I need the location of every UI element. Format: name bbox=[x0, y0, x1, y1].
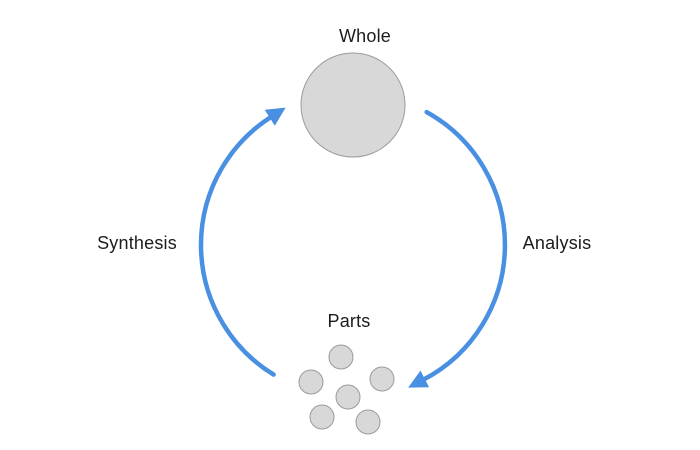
part-circle bbox=[355, 409, 381, 435]
analysis-label: Analysis bbox=[522, 233, 592, 253]
analysis-arrow bbox=[408, 109, 508, 388]
whole-circle bbox=[300, 52, 406, 158]
part-circle bbox=[335, 384, 361, 410]
part-circle bbox=[328, 344, 354, 370]
part-circle bbox=[298, 369, 324, 395]
parts-cluster bbox=[298, 344, 395, 435]
parts-label: Parts bbox=[327, 311, 371, 331]
synthesis-arrow bbox=[198, 107, 286, 377]
part-circle bbox=[309, 404, 335, 430]
part-circle bbox=[369, 366, 395, 392]
synthesis-label: Synthesis bbox=[97, 233, 177, 253]
whole-label: Whole bbox=[338, 26, 392, 46]
